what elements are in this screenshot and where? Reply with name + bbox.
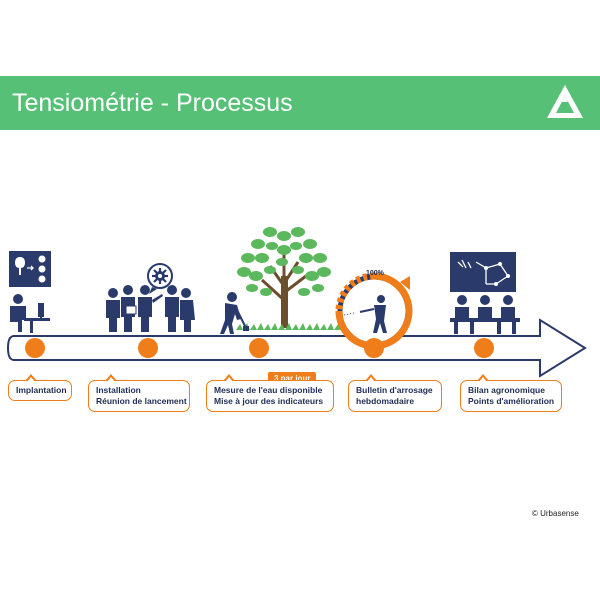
gardener-figure [220,292,249,334]
timeline-dot [364,338,384,358]
gauge-percent: 100% [366,270,385,277]
timeline-arrow [6,318,587,378]
timeline-dot [25,338,45,358]
header-bar: Tensiométrie - Processus [0,76,600,130]
step-label-implantation: Implantation [8,374,72,401]
step-label-bilan: Bilan agronomique Points d'amélioration [460,374,562,412]
meeting-table [450,295,520,334]
step-label-bulletin: Bulletin d'arrosage hebdomadaire [348,374,442,412]
person-at-desk [10,294,50,333]
timeline-dot [138,338,158,358]
planning-board-icon [9,251,51,287]
tree-icon [236,227,341,330]
gear-icon [147,263,173,294]
step-label-installation: Installation Réunion de lancement [88,374,190,412]
group-people [106,285,195,332]
gauge-icon [335,272,413,350]
page-title: Tensiométrie - Processus [12,89,293,117]
timeline-dot [474,338,494,358]
logo-icon [547,85,583,118]
copyright-text: © Urbasense [532,509,579,518]
timeline-dot [249,338,269,358]
chart-board-icon [450,252,516,292]
step-label-mesure: Mesure de l'eau disponible Mise à jour d… [206,374,334,412]
timeline-dots [25,338,494,358]
